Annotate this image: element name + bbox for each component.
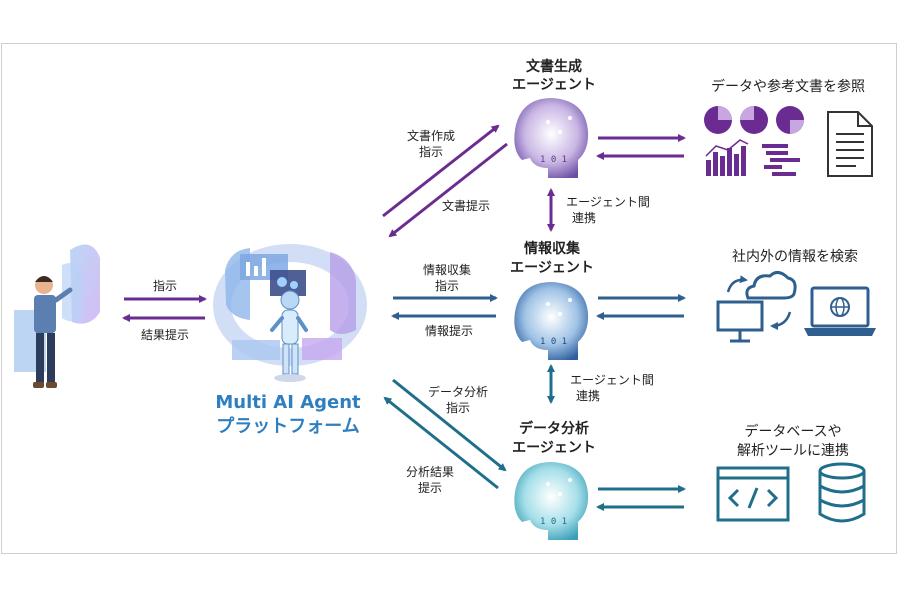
link2-label-line2: 連携 <box>576 388 600 403</box>
agent2-title-line1: 情報収集 <box>524 240 581 257</box>
ai-head-icon: 1 0 1 <box>514 282 589 360</box>
resource2-caption: 社内外の情報を検索 <box>732 248 858 265</box>
pie-chart-icon <box>704 106 804 134</box>
resource3-caption-line1: データベースや <box>744 423 841 440</box>
svg-text:1 0 1: 1 0 1 <box>540 517 567 527</box>
hologram-panel-icon <box>213 244 367 366</box>
link1-label-line2: 連携 <box>572 210 596 225</box>
link1-label-line1: エージェント間 <box>566 195 650 209</box>
agent2-instruct-label-line1: 情報収集 <box>423 262 471 277</box>
laptop-globe-icon <box>804 286 876 336</box>
person-icon <box>14 244 100 388</box>
link2-label-line1: エージェント間 <box>570 373 654 387</box>
agent2-title-line2: エージェント <box>510 260 594 276</box>
desktop-monitor-icon <box>716 300 764 343</box>
cloud-sync-icon <box>726 271 797 330</box>
instruct-label: 指示 <box>153 278 177 293</box>
agent3-return-arrow <box>383 396 499 490</box>
bar-chart-icon <box>705 139 800 176</box>
agent2-return-label: 情報提示 <box>425 323 473 338</box>
ai-head-icon: 1 0 1 <box>514 98 589 178</box>
code-window-icon <box>716 466 790 522</box>
svg-text:1 0 1: 1 0 1 <box>540 155 567 165</box>
agent1-instruct-label-line2: 指示 <box>419 144 443 159</box>
agent1-instruct-arrow <box>382 124 500 218</box>
agent1-title-line2: エージェント <box>512 77 596 93</box>
agent3-return-label-line2: 提示 <box>418 480 442 495</box>
agent2-instruct-label-line2: 指示 <box>435 278 459 293</box>
agent3-title-line2: エージェント <box>512 440 596 456</box>
agent1-return-arrow <box>388 142 508 238</box>
ai-head-icon: 1 0 1 <box>514 462 589 540</box>
diagram-frame <box>1 43 897 554</box>
agent1-title-line1: 文書生成 <box>526 58 582 75</box>
resource1-caption: データや参考文書を参照 <box>711 78 865 95</box>
agent3-return-label-line1: 分析結果 <box>406 465 454 479</box>
svg-text:1 0 1: 1 0 1 <box>540 337 567 347</box>
database-icon <box>818 462 866 523</box>
agent1-instruct-label-line1: 文書作成 <box>407 128 455 143</box>
agent3-instruct-arrow <box>392 378 507 472</box>
agent3-instruct-label-line2: 指示 <box>446 400 470 415</box>
agent3-title-line1: データ分析 <box>519 420 589 437</box>
document-icon <box>827 111 873 177</box>
platform-name-line2: プラットフォーム <box>216 415 359 437</box>
robot-icon <box>270 290 308 382</box>
agent3-instruct-label-line1: データ分析 <box>428 384 488 399</box>
resource3-caption-line2: 解析ツールに連携 <box>737 443 849 459</box>
result-label: 結果提示 <box>141 327 189 342</box>
agent1-return-label: 文書提示 <box>442 198 490 213</box>
platform-name-line1: Multi AI Agent <box>215 392 361 413</box>
